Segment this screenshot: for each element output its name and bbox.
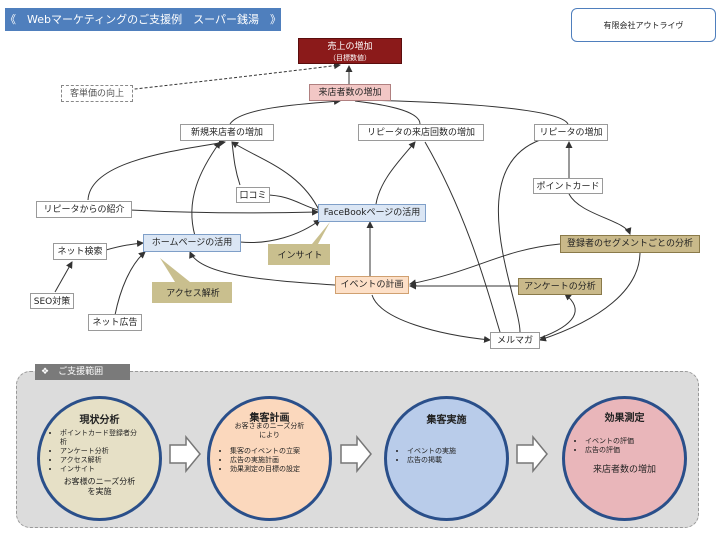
phase-note: お客様のニーズ分析を実施 <box>63 477 136 496</box>
page-title: 《 Webマーケティングのご支援例 スーパー銭湯 》 <box>5 8 281 31</box>
phase-item: イベントの評価 <box>585 437 665 446</box>
phase-item: アクセス解析 <box>60 456 140 465</box>
phase-item: 集客のイベントの立案 <box>230 447 310 456</box>
goal-node: 売上の増加 （目標数値） <box>298 38 402 64</box>
line-ad-homepage <box>114 251 146 316</box>
scope-label: ❖ ご支援範囲 <box>35 364 130 380</box>
phase-note: 来店者数の増加 <box>592 465 656 475</box>
phase-title: 効果測定 <box>604 413 645 424</box>
facebook-node: FaceBookページの活用 <box>318 204 426 222</box>
referral-node: リピータからの紹介 <box>36 201 132 218</box>
connector-lines <box>54 62 641 343</box>
phase-item: ポイントカード登録者分析 <box>60 429 140 447</box>
line-search-homepage <box>105 239 144 251</box>
line-wom-new <box>231 141 241 186</box>
segment-node: 登録者のセグメントごとの分析 <box>560 235 700 253</box>
access-callout-shape <box>152 258 232 303</box>
phase-item: 効果測定の目標の設定 <box>230 465 310 474</box>
phase-item: 広告の評価 <box>585 446 665 455</box>
line-seo-search <box>54 261 73 293</box>
line-mailmag-survey <box>539 293 576 339</box>
line-wom-facebook <box>264 194 319 211</box>
phase-arrow-3 <box>516 435 548 473</box>
net-ad-node: ネット広告 <box>88 314 142 331</box>
net-search-node: ネット検索 <box>53 243 107 260</box>
line-referral-facebook <box>129 208 319 216</box>
company-box: 有限会社アウトライヴ <box>571 8 716 42</box>
phase-title: 現状分析 <box>79 415 120 426</box>
phase-execution: 集客実施 イベントの実施 広告の掲載 <box>384 396 509 521</box>
line-homepage-facebook <box>239 219 321 244</box>
line-repeaters-visitors <box>359 99 569 125</box>
line-event-mailmag <box>371 294 491 343</box>
line-facebook-repeat <box>375 141 416 205</box>
phase-analysis: 現状分析 ポイントカード登録者分析 アンケート分析 アクセス解析 インサイト お… <box>37 396 162 521</box>
insight-callout: インサイト <box>277 251 323 261</box>
line-repeat-mailmag <box>424 141 501 333</box>
goal-title: 売上の増加 <box>327 42 373 52</box>
phase-planning: 集客計画 お客さまのニーズ分析により 集客のイベントの立案 広告の実施計画 効果… <box>207 396 332 521</box>
homepage-node: ホームページの活用 <box>143 234 241 252</box>
seo-node: SEO対策 <box>30 293 74 309</box>
line-segment-mailmag <box>539 251 641 342</box>
line-pointcard-segment <box>568 193 632 235</box>
line-segment-event <box>409 243 561 287</box>
phase-item: イベントの実施 <box>407 447 487 456</box>
insight-callout-shape <box>268 222 330 265</box>
line-new-visitors <box>229 97 341 125</box>
word-of-mouth-node: 口コミ <box>236 187 270 203</box>
line-unitprice-goal <box>99 62 341 94</box>
access-callout: アクセス解析 <box>166 289 220 299</box>
survey-node: アンケートの分析 <box>518 278 602 295</box>
line-event-homepage <box>189 251 336 286</box>
repeaters-node: リピータの増加 <box>534 124 608 141</box>
goal-subtitle: （目標数値） <box>329 54 371 62</box>
phase-lead: お客さまのニーズ分析により <box>234 422 305 439</box>
phase-title: 集客計画 <box>249 413 290 424</box>
phase-arrow-1 <box>169 435 201 473</box>
line-homepage-new <box>191 141 221 237</box>
event-node: イベントの計画 <box>335 276 409 294</box>
phase-measurement: 効果測定 イベントの評価 広告の評価 来店者数の増加 <box>562 396 687 521</box>
line-repeaters-mailmag <box>497 139 541 333</box>
line-facebook-new <box>231 141 321 213</box>
phase-item: 広告の実施計画 <box>230 456 310 465</box>
mailmag-node: メルマガ <box>490 332 540 349</box>
new-visitors-node: 新規来店者の増加 <box>180 124 274 141</box>
line-repeat-visitors <box>354 100 421 125</box>
phase-arrow-2 <box>340 435 372 473</box>
repeat-count-node: リピータの来店回数の増加 <box>358 124 484 141</box>
unit-price-node: 客単価の向上 <box>61 85 133 102</box>
phase-item: インサイト <box>60 465 140 474</box>
line-referral-new <box>87 139 226 201</box>
phase-title: 集客実施 <box>426 415 467 426</box>
phase-item: 広告の掲載 <box>407 456 487 465</box>
point-card-node: ポイントカード <box>533 178 603 194</box>
phase-item: アンケート分析 <box>60 447 140 456</box>
visitors-node: 来店者数の増加 <box>309 84 391 101</box>
